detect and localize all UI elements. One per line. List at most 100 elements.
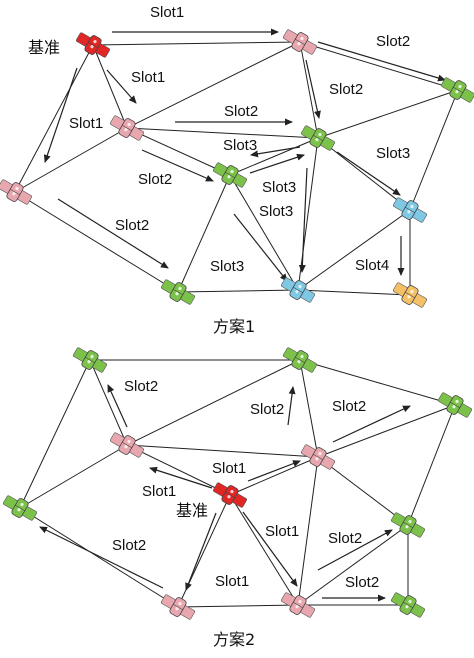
arrow (332, 405, 411, 443)
reference-label: 基准 (176, 501, 208, 520)
link (19, 359, 91, 509)
arrow (233, 213, 288, 282)
slot-label: Slot1 (142, 483, 176, 500)
slot-label: Slot1 (150, 4, 184, 21)
link (177, 174, 231, 293)
arrow (185, 512, 217, 591)
slot-label: Slot2 (328, 530, 362, 547)
link (126, 444, 231, 496)
link (299, 41, 319, 139)
satellite-icon (161, 279, 195, 305)
slot-label: Slot2 (138, 171, 172, 188)
link (126, 127, 231, 176)
link (297, 209, 411, 291)
satellite-icon (110, 432, 144, 458)
link (19, 444, 128, 509)
link (126, 127, 319, 139)
link (409, 89, 459, 211)
scheme1-links (14, 41, 459, 296)
arrow (317, 41, 446, 82)
slot-label: Slot1 (265, 523, 299, 540)
link (297, 524, 409, 606)
arrow (149, 466, 213, 489)
slot-label: Slot3 (376, 145, 410, 162)
link (14, 127, 128, 193)
satellite-icon (213, 162, 247, 188)
slot-label: Slot2 (250, 401, 284, 418)
satellite-icon (281, 592, 315, 618)
slot-label: Slot4 (355, 257, 389, 274)
link (317, 137, 411, 211)
link (14, 44, 94, 193)
scheme1-diagram: Slot1 Slot2 Slot1 Slot1 Slot2 Slot2 Slot… (0, 4, 474, 336)
arrow (298, 167, 308, 273)
scheme1-labels: Slot1 Slot2 Slot1 Slot1 Slot2 Slot2 Slot… (28, 4, 410, 336)
link (14, 191, 179, 293)
satellite-icon (391, 592, 425, 618)
arrow (250, 146, 301, 158)
link (407, 404, 456, 526)
scheme1-caption: 方案1 (213, 317, 255, 336)
slot-label: Slot3 (259, 203, 293, 220)
link (177, 604, 299, 608)
satellite-icon (281, 277, 315, 303)
satellite-icon (301, 125, 335, 151)
arrow (305, 59, 321, 119)
slot-label: Slot3 (262, 179, 296, 196)
link (299, 41, 459, 91)
link (92, 44, 128, 129)
reference-label: 基准 (28, 38, 60, 57)
scheme1-arrows (43, 28, 446, 282)
slot-label: Slot2 (376, 33, 410, 50)
link (92, 41, 301, 46)
satellite-icon (3, 495, 37, 521)
link (297, 289, 411, 296)
slot-label: Slot2 (332, 398, 366, 415)
slot-label: Slot3 (223, 137, 257, 154)
satellite-icon (161, 594, 195, 620)
scheme2-diagram: Slot2 Slot2 Slot2 Slot1 Slot1 Slot1 Slot… (3, 347, 472, 649)
satellite-icon (283, 29, 317, 55)
slot-label: Slot1 (131, 69, 165, 86)
link (229, 174, 299, 291)
arrow (107, 384, 128, 428)
link (126, 359, 301, 446)
arrow (287, 386, 296, 426)
satellite-icon (76, 32, 110, 58)
satellite-icon (441, 77, 474, 103)
link (177, 289, 299, 293)
link (229, 456, 319, 496)
satellite-icon (393, 282, 427, 308)
slot-label: Slot2 (329, 81, 363, 98)
scheme1-nodes (0, 29, 474, 308)
slot-label: Slot2 (345, 574, 379, 591)
slot-label: Slot2 (224, 103, 258, 120)
satellite-icon (73, 347, 107, 373)
slot-label: Slot2 (115, 217, 149, 234)
arrow (57, 198, 169, 269)
link (297, 137, 319, 291)
arrow (249, 153, 305, 174)
scheme2-labels: Slot2 Slot2 Slot2 Slot1 Slot1 Slot1 Slot… (112, 378, 379, 649)
arrow (336, 151, 401, 196)
arrow (43, 67, 78, 163)
slot-label: Slot2 (112, 537, 146, 554)
satellite-icon (110, 115, 144, 141)
link (126, 444, 319, 458)
slot-label: Slot1 (69, 115, 103, 132)
link (229, 137, 319, 176)
satellite-icon (393, 197, 427, 223)
link (299, 359, 319, 458)
arrow (141, 149, 214, 182)
satellite-icon (283, 347, 317, 373)
arrow (106, 69, 137, 104)
link (297, 456, 319, 606)
scheme2-caption: 方案2 (213, 630, 255, 649)
satellite-icon (0, 179, 32, 205)
arrow (39, 526, 164, 589)
slot-label: Slot3 (210, 258, 244, 275)
link (229, 494, 299, 606)
link (19, 507, 179, 608)
